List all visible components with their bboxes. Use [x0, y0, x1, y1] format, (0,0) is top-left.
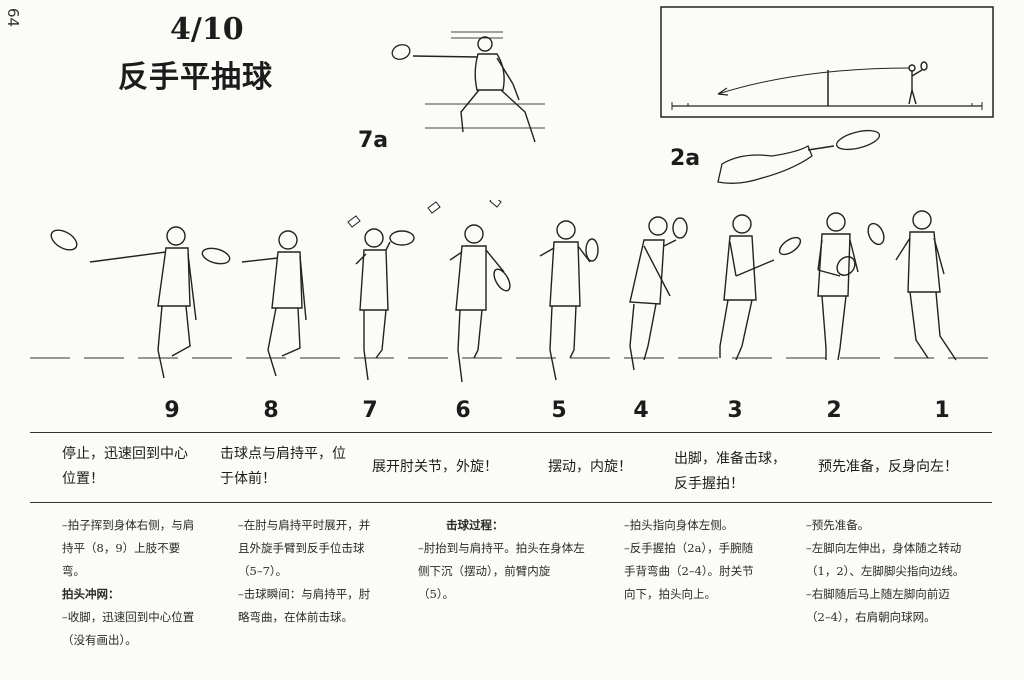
stroke-sequence-illustration [30, 200, 1000, 383]
figure-label-7a: 7a [358, 128, 389, 153]
note-subheading: 击球过程： [446, 518, 504, 532]
note-text: –左脚向左伸出，身体随之转动（1，2）、左脚脚尖指向边线。 [806, 541, 965, 578]
phase-caption: 击球点与肩持平，位于体前！ [220, 446, 346, 487]
court-trajectory-diagram [660, 6, 994, 118]
frame-number: 7 [362, 398, 378, 423]
divider-top [30, 432, 992, 433]
note-text: –预先准备。 [806, 518, 870, 532]
note-column-2: –在肘与肩持平时展开，并且外旋手臂到反手位击球（5–7）。 –击球瞬间：与肩持平… [238, 514, 378, 629]
chapter-number: 4/10 [170, 12, 244, 47]
page-title: 反手平抽球 [118, 60, 273, 95]
note-text: –在肘与肩持平时展开，并且外旋手臂到反手位击球（5–7）。 [238, 518, 371, 578]
detail-2a-sketch [717, 129, 881, 184]
frame-number: 9 [164, 398, 180, 423]
note-subheading: 拍头冲网： [62, 587, 120, 601]
note-text: –右脚随后马上随左脚向前迈（2–4），右肩朝向球网。 [806, 587, 950, 624]
player-icon [908, 61, 928, 105]
phase-caption: 预先准备，反身向左！ [818, 459, 958, 475]
phase-caption: 摆动，内旋！ [548, 459, 632, 475]
frame-number: 8 [263, 398, 279, 423]
frame-number: 2 [826, 398, 842, 423]
phase-caption: 出脚，准备击球，反手握拍！ [674, 451, 786, 492]
note-text: –收脚，迅速回到中心位置（没有画出）。 [62, 610, 195, 647]
note-text: –肘抬到与肩持平。拍头在身体左侧下沉（摆动），前臂内旋（5）。 [418, 541, 585, 601]
note-column-3: 击球过程： –肘抬到与肩持平。拍头在身体左侧下沉（摆动），前臂内旋（5）。 [418, 514, 586, 606]
page-number: 64 [4, 8, 22, 28]
note-text: –拍子挥到身体右侧，与肩持平（8，9）上肢不要弯。 [62, 518, 195, 578]
figure-label-2a: 2a [670, 146, 701, 171]
frame-number: 5 [551, 398, 567, 423]
frame-number: 4 [633, 398, 649, 423]
phase-caption: 停止，迅速回到中心位置！ [62, 446, 188, 487]
note-column-4: –拍头指向身体左侧。 –反手握拍（2a），手腕随手背弯曲（2–4）。肘关节向下，… [624, 514, 764, 606]
phase-caption: 展开肘关节，外旋！ [372, 459, 498, 475]
note-text: –拍头指向身体左侧。 [624, 518, 734, 532]
detail-7a-sketch [391, 31, 545, 143]
frame-number: 3 [727, 398, 743, 423]
note-text: –反手握拍（2a），手腕随手背弯曲（2–4）。肘关节向下，拍头向上。 [624, 541, 754, 601]
frame-number: 1 [934, 398, 950, 423]
note-text: –击球瞬间：与肩持平，肘略弯曲，在体前击球。 [238, 587, 371, 624]
note-column-5: –预先准备。 –左脚向左伸出，身体随之转动（1，2）、左脚脚尖指向边线。 –右脚… [806, 514, 972, 629]
note-column-1: –拍子挥到身体右侧，与肩持平（8，9）上肢不要弯。 拍头冲网： –收脚，迅速回到… [62, 514, 200, 652]
frame-number: 6 [455, 398, 471, 423]
divider-bottom [30, 502, 992, 503]
